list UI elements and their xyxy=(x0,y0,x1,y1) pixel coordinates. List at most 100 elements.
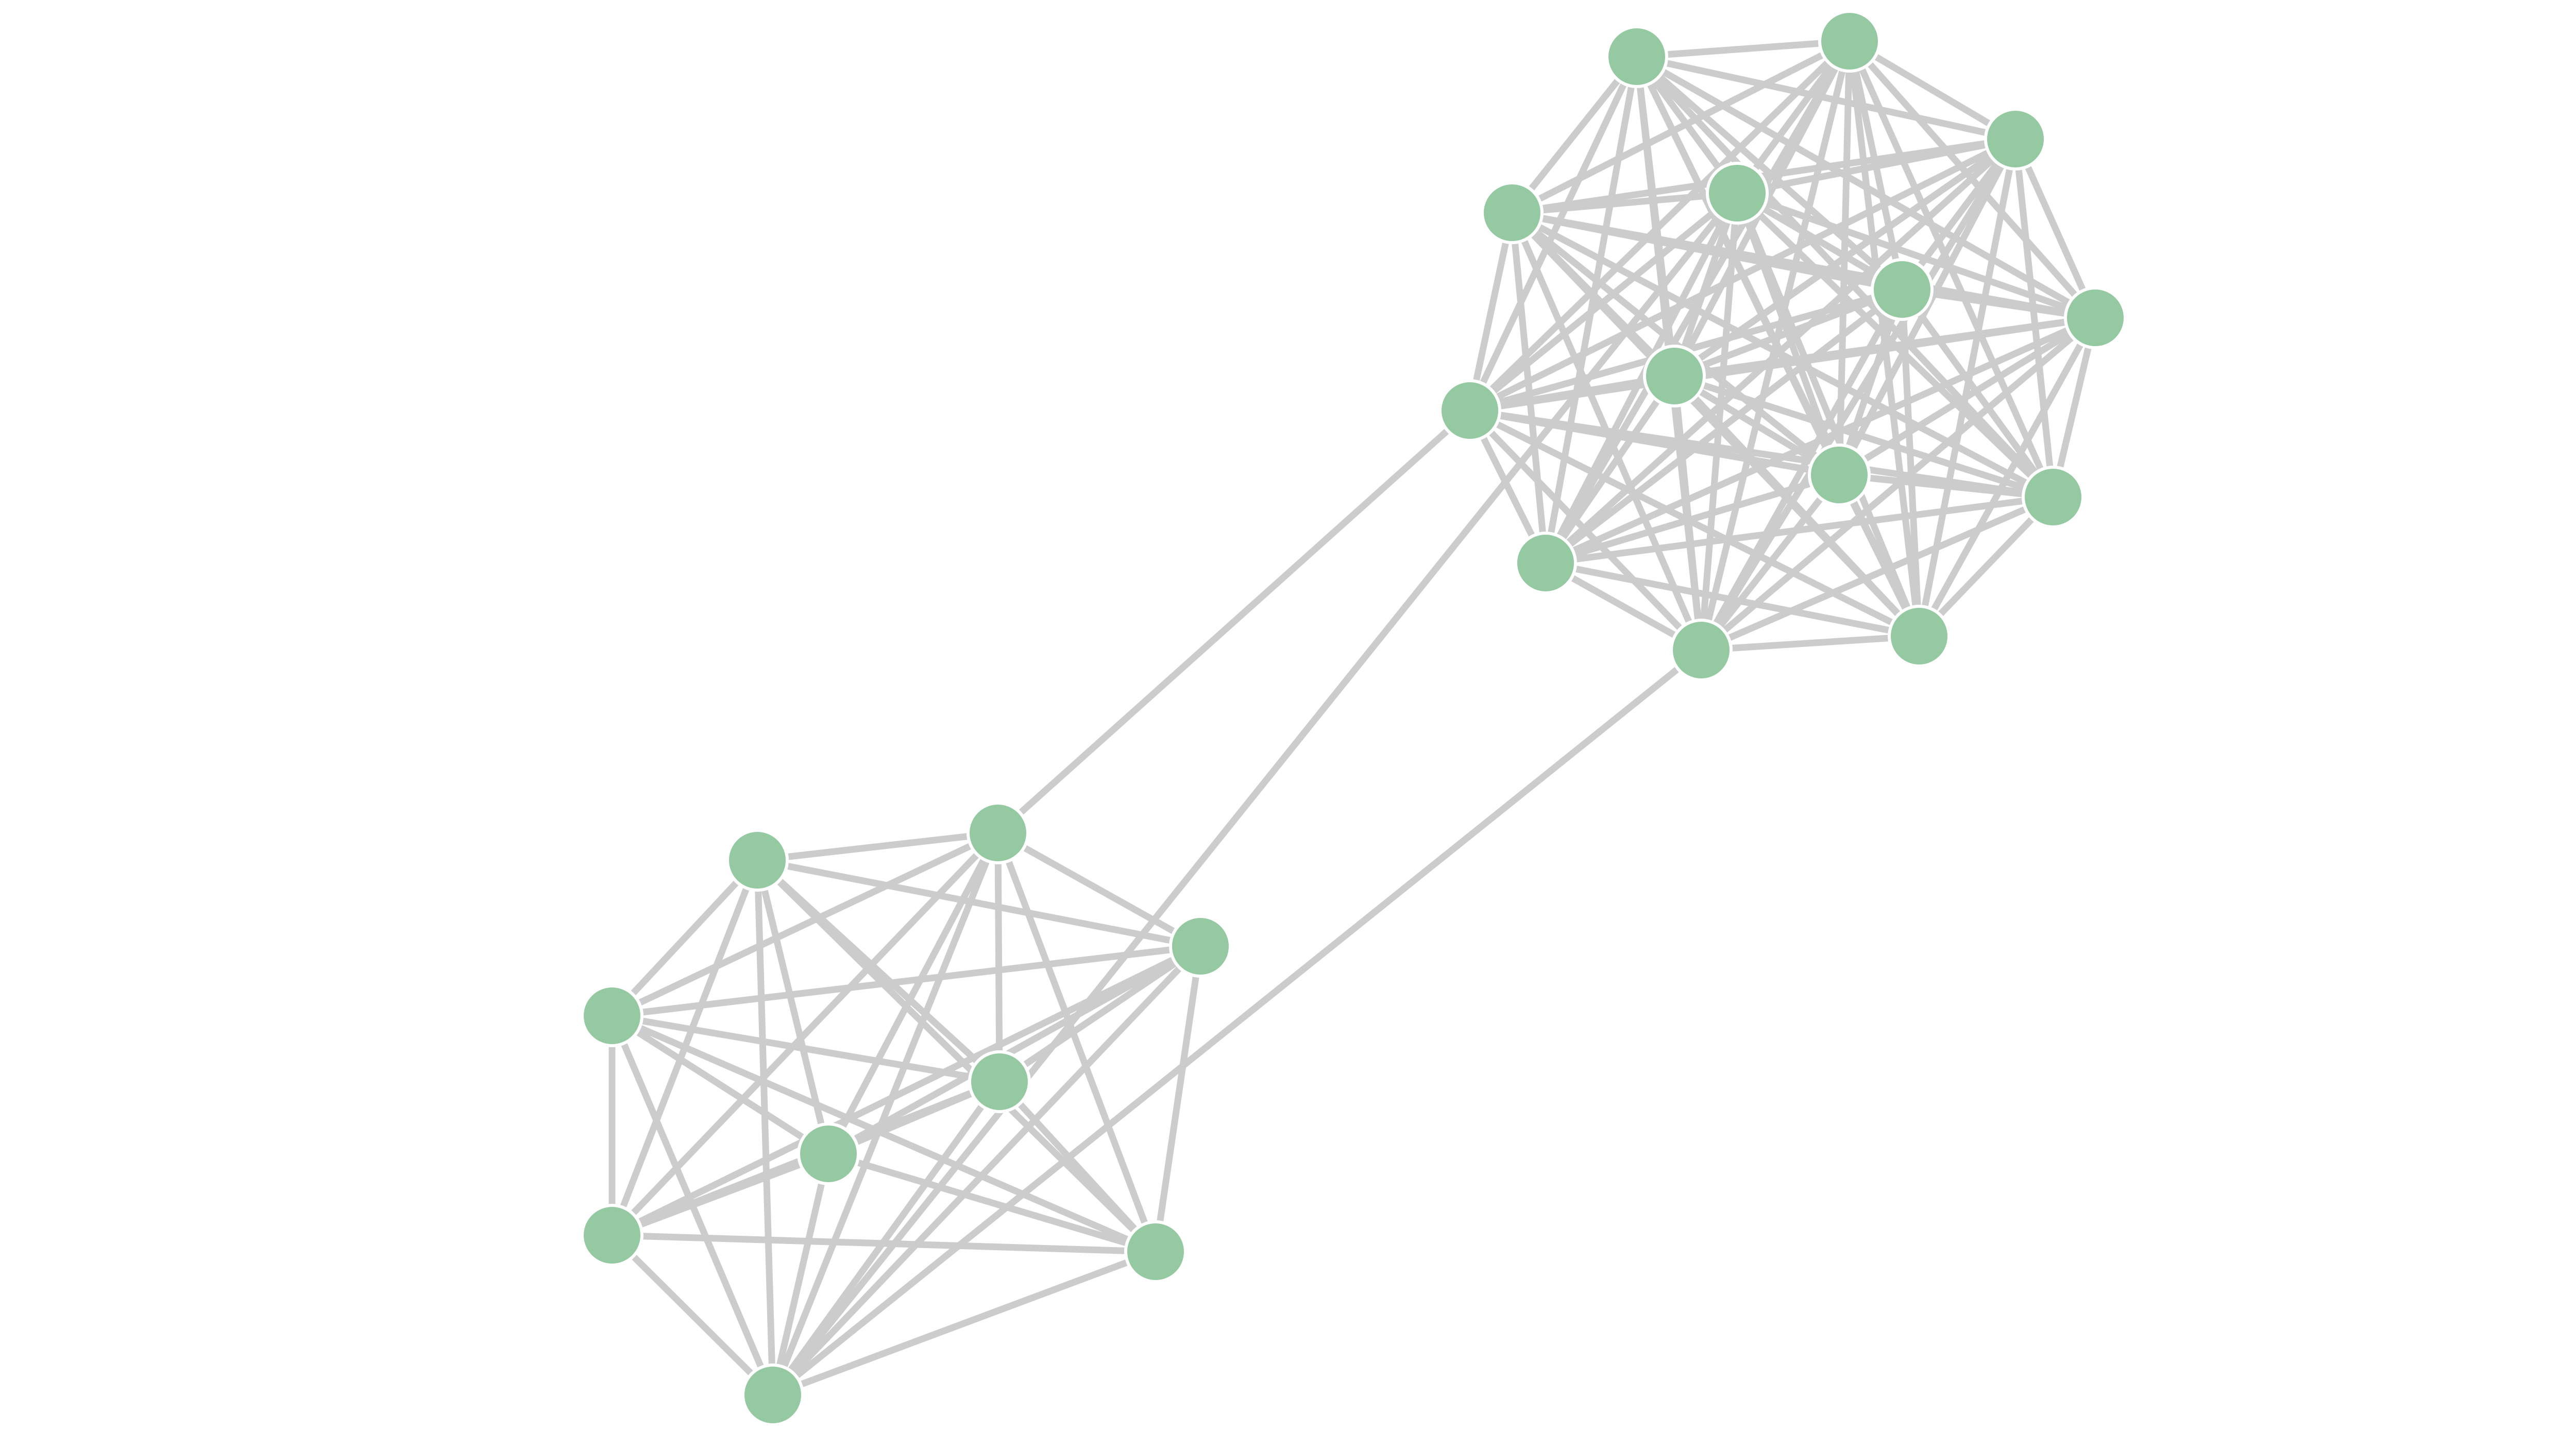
edge-B1-B5 xyxy=(825,829,1002,1157)
edge-A2-A3 xyxy=(1509,135,2019,216)
edge-B1-B2 xyxy=(994,829,1204,950)
edge-A7-A8 xyxy=(1542,372,1678,567)
edge-A10-A12 xyxy=(1899,286,2057,501)
edge-A9-A11 xyxy=(1836,314,2099,479)
edge-A9-A10 xyxy=(1836,286,1906,479)
edge-A5-A13 xyxy=(1466,407,1923,640)
edge-B2-B3 xyxy=(608,943,1204,1019)
edge-B5-B7 xyxy=(825,1150,1159,1255)
edge-A1-A3 xyxy=(1509,38,1853,216)
edge-B2-B6 xyxy=(608,943,1204,1239)
node-A0 xyxy=(1605,25,1668,88)
edge-A11-A13 xyxy=(1916,314,2099,640)
edge-A4-A11 xyxy=(1734,190,2099,321)
edge-A9-A12 xyxy=(1836,471,2057,501)
edge-A8-A12 xyxy=(1671,372,2057,501)
node-B1 xyxy=(967,802,1029,864)
node-B3 xyxy=(581,984,643,1047)
node-B8 xyxy=(741,1363,804,1426)
edge-A1-A5 xyxy=(1466,38,1853,414)
edge-B0-B2 xyxy=(754,857,1204,950)
node-B0 xyxy=(726,829,789,892)
edge-A7-A13 xyxy=(1542,559,1923,640)
edge-B7-B8 xyxy=(769,1248,1159,1399)
edge-A3-A5 xyxy=(1466,209,1516,414)
edge-B0-B1 xyxy=(754,829,1002,864)
edge-B6-B7 xyxy=(608,1232,1159,1255)
node-A7 xyxy=(1514,532,1577,594)
edge-A4-A7 xyxy=(1542,190,1741,567)
edge-A8-A10 xyxy=(1671,286,1906,380)
node-A3 xyxy=(1481,181,1544,244)
edge-A2-A4 xyxy=(1734,135,2019,197)
edge-A0-A2 xyxy=(1633,53,2019,143)
node-A4 xyxy=(1706,162,1769,225)
edge-A4-A8 xyxy=(1671,190,1741,380)
node-A13 xyxy=(1888,605,1951,668)
edge-A10-A11 xyxy=(1899,286,2099,321)
edge-A6-A13 xyxy=(1698,633,1923,654)
edge-B6-B8 xyxy=(608,1232,776,1399)
edge-A1-A2 xyxy=(1846,38,2019,143)
node-A6 xyxy=(1670,619,1733,681)
edge-A6-A9 xyxy=(1698,471,1843,654)
edge-A0-A3 xyxy=(1509,53,1640,216)
edge-B2-B5 xyxy=(825,943,1204,1157)
edge-A5-A12 xyxy=(1466,407,2057,501)
node-A1 xyxy=(1818,10,1881,73)
edge-A8-A13 xyxy=(1671,372,1923,640)
edge-B5-B6 xyxy=(608,1150,832,1239)
edge-A7-A11 xyxy=(1542,314,2099,567)
edge-A4-A5 xyxy=(1466,190,1741,414)
edge-A2-A5 xyxy=(1466,135,2019,414)
node-A2 xyxy=(1984,108,2047,171)
edge-A4-B8 xyxy=(769,190,1741,1399)
node-B5 xyxy=(797,1122,860,1185)
edge-B1-B3 xyxy=(608,829,1002,1019)
edge-A2-A13 xyxy=(1916,135,2019,640)
edge-A5-B1 xyxy=(994,407,1473,837)
edge-B2-B8 xyxy=(769,943,1204,1399)
edge-B3-B4 xyxy=(608,1012,1003,1085)
edge-A3-A12 xyxy=(1509,209,2057,501)
edge-B0-B7 xyxy=(754,857,1159,1255)
edge-A7-A12 xyxy=(1542,493,2057,567)
edge-A3-A9 xyxy=(1509,209,1843,479)
node-B4 xyxy=(968,1050,1031,1113)
edge-A1-A6 xyxy=(1698,38,1853,654)
node-A9 xyxy=(1808,444,1871,506)
graph-nodes xyxy=(581,10,2127,1426)
node-A8 xyxy=(1643,345,1706,407)
node-B7 xyxy=(1124,1220,1187,1283)
edge-B1-B7 xyxy=(994,829,1159,1255)
edge-B3-B5 xyxy=(608,1012,832,1157)
edge-A2-A11 xyxy=(2012,135,2099,321)
edge-A6-B8 xyxy=(769,646,1705,1399)
node-A5 xyxy=(1438,379,1501,442)
edge-B0-B3 xyxy=(608,857,761,1019)
edge-B2-B7 xyxy=(1152,943,1204,1255)
edge-A6-A12 xyxy=(1698,493,2057,654)
node-A11 xyxy=(2064,286,2127,349)
edge-A12-A13 xyxy=(1916,493,2057,640)
node-A12 xyxy=(2022,466,2084,529)
edge-A3-A7 xyxy=(1509,209,1549,567)
edge-A8-A9 xyxy=(1671,372,1843,479)
edge-B2-B4 xyxy=(996,943,1204,1085)
node-B6 xyxy=(581,1204,643,1267)
edge-A4-A10 xyxy=(1734,190,1906,293)
edge-A6-A8 xyxy=(1671,372,1705,654)
graph-edges xyxy=(608,38,2099,1399)
edge-A3-A4 xyxy=(1509,190,1741,216)
edge-B1-B8 xyxy=(769,829,1002,1399)
edge-A2-A12 xyxy=(2012,135,2057,501)
edge-A10-A13 xyxy=(1899,286,1923,640)
edge-A1-A4 xyxy=(1734,38,1853,197)
node-B2 xyxy=(1169,915,1232,978)
edge-B1-B4 xyxy=(994,829,1003,1085)
edge-A4-A13 xyxy=(1734,190,1923,640)
node-A10 xyxy=(1871,258,1934,321)
edge-A0-A1 xyxy=(1633,38,1853,60)
